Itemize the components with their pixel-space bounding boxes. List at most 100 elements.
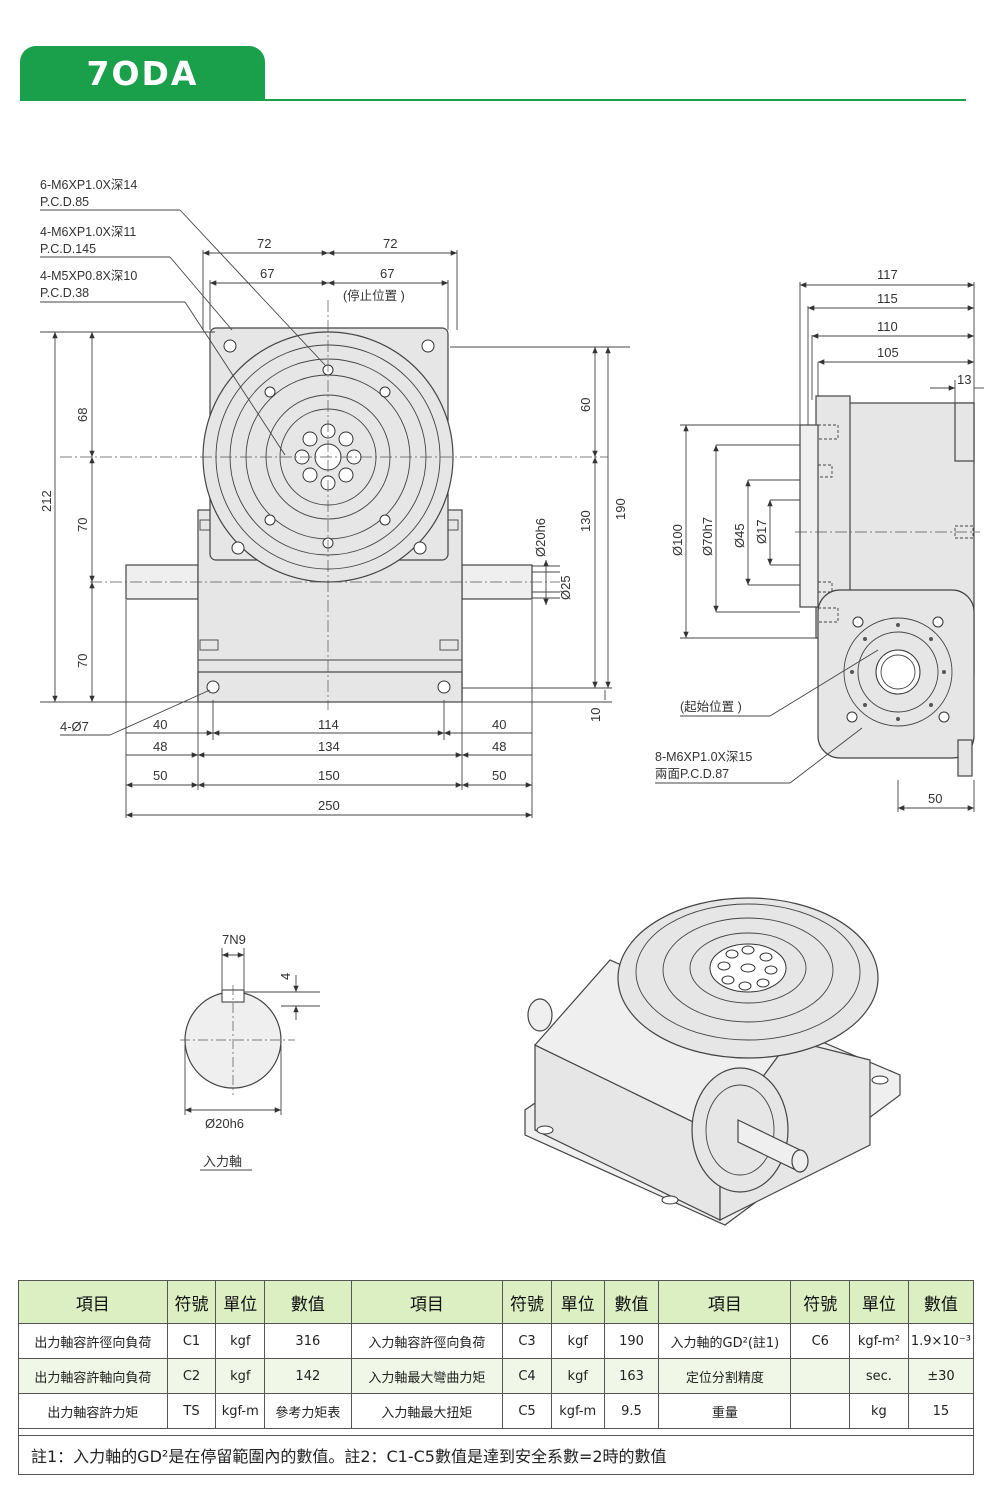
col-symbol-1: 符號 <box>166 1280 217 1324</box>
shaft-detail: 7N9 4 Ø20h6 入力軸 <box>180 932 320 1171</box>
dim-190: 190 <box>613 498 628 520</box>
dim-13: 13 <box>957 372 971 387</box>
table-cell: 出力軸容許軸向負荷 <box>18 1358 168 1394</box>
dim-72-left: 72 <box>257 236 271 251</box>
callout-2-line2: P.C.D.145 <box>40 242 96 256</box>
table-cell: C2 <box>166 1358 217 1394</box>
table-cell: 參考力矩表 <box>264 1393 352 1429</box>
side-callout-line2: 兩面P.C.D.87 <box>655 767 729 781</box>
table-cell: 9.5 <box>603 1393 660 1429</box>
table-cell: 出力軸容許徑向負荷 <box>18 1323 168 1359</box>
dim-212: 212 <box>39 490 54 512</box>
table-cell: 入力軸的GD²(註1) <box>658 1323 792 1359</box>
table-cell: 入力軸最大彎曲力矩 <box>350 1358 504 1394</box>
callout-2-line1: 4-M6XP1.0X深11 <box>40 225 136 239</box>
table-cell: 定位分割精度 <box>658 1358 792 1394</box>
table-cell: 316 <box>264 1323 352 1359</box>
dim-134: 134 <box>318 739 340 754</box>
table-cell: 入力軸容許徑向負荷 <box>350 1323 504 1359</box>
dim-105: 105 <box>877 345 899 360</box>
dim-130: 130 <box>578 510 593 532</box>
table-cell: C4 <box>502 1358 552 1394</box>
front-view: 6-M6XP1.0X深14 P.C.D.85 4-M6XP1.0X深11 P.C… <box>39 178 630 818</box>
spec-table-header: 項目 符號 單位 數值 項目 符號 單位 數值 項目 符號 單位 數值 <box>18 1280 975 1324</box>
callout-3-line1: 4-M5XP0.8X深10 <box>40 269 137 283</box>
dim-114: 114 <box>318 717 339 732</box>
table-cell: kgf-m² <box>849 1323 909 1359</box>
col-item-3: 項目 <box>658 1280 792 1324</box>
dim-117: 117 <box>877 267 898 282</box>
callout-1-line1: 6-M6XP1.0X深14 <box>40 178 137 192</box>
col-item-1: 項目 <box>18 1280 168 1324</box>
technical-drawing: 6-M6XP1.0X深14 P.C.D.85 4-M6XP1.0X深11 P.C… <box>39 178 984 1226</box>
table-cell: kg <box>849 1393 909 1429</box>
dim-50-side: 50 <box>928 791 942 806</box>
table-cell <box>790 1358 851 1394</box>
table-row: 出力軸容許力矩 TS kgf-m 參考力矩表 入力軸最大扭矩 C5 kgf-m … <box>18 1393 975 1429</box>
dim-70-low: 70 <box>75 654 90 668</box>
dim-d45: Ø45 <box>732 523 747 548</box>
dim-d25: Ø25 <box>558 575 573 600</box>
model-title: 7ODA <box>86 54 199 93</box>
start-position-label: (起始位置 ) <box>680 699 742 714</box>
table-cell: TS <box>166 1393 217 1429</box>
table-row: 出力軸容許徑向負荷 C1 kgf 316 入力軸容許徑向負荷 C3 kgf 19… <box>18 1323 975 1359</box>
side-callout-line1: 8-M6XP1.0X深15 <box>655 750 752 764</box>
callout-1-line2: P.C.D.85 <box>40 195 89 209</box>
input-shaft-caption: 入力軸 <box>203 1154 242 1169</box>
table-cell: C3 <box>502 1323 552 1359</box>
col-symbol-3: 符號 <box>790 1280 851 1324</box>
dim-40-left: 40 <box>153 717 167 732</box>
side-view: 117 115 110 105 13 Ø100 Ø70h7 Ø45 Ø17 (起… <box>655 267 984 812</box>
table-cell: 142 <box>264 1358 352 1394</box>
table-cell: kgf <box>550 1323 605 1359</box>
table-cell: ±30 <box>907 1358 975 1394</box>
dim-48-left: 48 <box>153 739 167 754</box>
dim-67-left: 67 <box>260 266 274 281</box>
key-width-label: 7N9 <box>222 932 246 947</box>
table-spacer <box>18 1428 974 1436</box>
table-cell: kgf <box>215 1323 266 1359</box>
dim-50-left: 50 <box>153 768 167 783</box>
dim-70-mid: 70 <box>75 518 90 532</box>
front-base <box>197 671 463 703</box>
dim-67-right: 67 <box>380 266 394 281</box>
table-note: 註1：入力軸的GD²是在停留範圍內的數值。註2：C1-C5數值是達到安全系數=2… <box>18 1435 974 1475</box>
table-cell: 入力軸最大扭矩 <box>350 1393 504 1429</box>
dim-115: 115 <box>877 291 898 306</box>
dim-250: 250 <box>318 798 340 813</box>
table-cell: kgf-m <box>550 1393 605 1429</box>
col-symbol-2: 符號 <box>502 1280 552 1324</box>
table-cell: 163 <box>603 1358 660 1394</box>
dim-d70h7: Ø70h7 <box>700 517 715 556</box>
table-cell: kgf <box>550 1358 605 1394</box>
table-cell: 15 <box>907 1393 975 1429</box>
col-unit-3: 單位 <box>849 1280 909 1324</box>
dim-110: 110 <box>877 319 898 334</box>
key-depth-label: 4 <box>278 973 293 980</box>
model-tab: 7ODA <box>20 46 265 100</box>
dim-68: 68 <box>75 408 90 422</box>
stop-position-label: (停止位置 ) <box>343 288 405 303</box>
dim-150: 150 <box>318 768 340 783</box>
header-rule <box>20 99 966 101</box>
shaft-diameter-label: Ø20h6 <box>205 1116 244 1131</box>
table-note-row: 註1：入力軸的GD²是在停留範圍內的數值。註2：C1-C5數值是達到安全系數=2… <box>18 1435 974 1475</box>
dim-48-right: 48 <box>492 739 506 754</box>
table-cell: C5 <box>502 1393 552 1429</box>
col-value-3: 數值 <box>907 1280 975 1324</box>
dim-10: 10 <box>588 708 603 722</box>
table-cell: sec. <box>849 1358 909 1394</box>
table-cell: 出力軸容許力矩 <box>18 1393 168 1429</box>
dim-d20h6: Ø20h6 <box>533 518 548 557</box>
table-cell: C6 <box>790 1323 851 1359</box>
table-cell: kgf <box>215 1358 266 1394</box>
table-cell <box>790 1393 851 1429</box>
spec-table: 項目 符號 單位 數值 項目 符號 單位 數值 項目 符號 單位 數值 出力軸容… <box>18 1280 975 1475</box>
dim-d100: Ø100 <box>670 524 685 556</box>
dim-60: 60 <box>578 398 593 412</box>
col-value-1: 數值 <box>264 1280 352 1324</box>
dim-4-d7: 4-Ø7 <box>60 719 89 734</box>
table-cell: 1.9×10⁻³ <box>907 1323 975 1359</box>
col-unit-2: 單位 <box>550 1280 605 1324</box>
